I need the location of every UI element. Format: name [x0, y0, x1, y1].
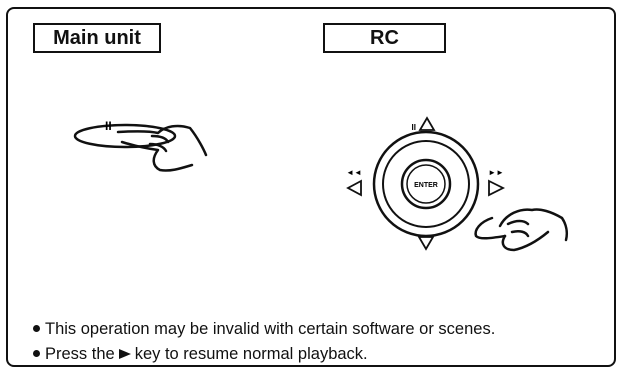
main-unit-pause-button: II	[73, 119, 177, 149]
bullet-icon	[33, 350, 40, 358]
diagram-frame	[6, 7, 616, 367]
note-line1-text: This operation may be invalid with certa…	[45, 320, 496, 338]
bullet-icon	[33, 325, 40, 333]
note-invalid-operation: This operation may be invalid with certa…	[33, 320, 495, 339]
rc-label: RC	[323, 23, 446, 53]
main-unit-label: Main unit	[33, 23, 161, 53]
main-unit-pause-symbol: II	[105, 119, 112, 133]
play-triangle-icon	[118, 348, 131, 359]
pointing-hand-icon	[116, 124, 208, 172]
down-arrow-icon	[417, 236, 435, 251]
note-line2-after: key to resume normal playback.	[134, 345, 368, 363]
up-pause-symbol: II	[412, 123, 416, 132]
left-arrow-icon: ◄◄	[346, 168, 362, 197]
note-line2-before: Press the	[45, 345, 115, 363]
up-arrow-icon: II	[412, 116, 436, 132]
right-forward-symbol: ►►	[488, 168, 504, 177]
right-arrow-icon: ►►	[488, 168, 506, 197]
note-resume-playback: Press the key to resume normal playback.	[33, 345, 368, 364]
remote-pointing-hand-icon	[474, 208, 569, 252]
enter-button-label: ENTER	[414, 182, 438, 189]
remote-dpad-icon: ENTER	[372, 130, 480, 238]
left-rewind-symbol: ◄◄	[346, 168, 362, 177]
